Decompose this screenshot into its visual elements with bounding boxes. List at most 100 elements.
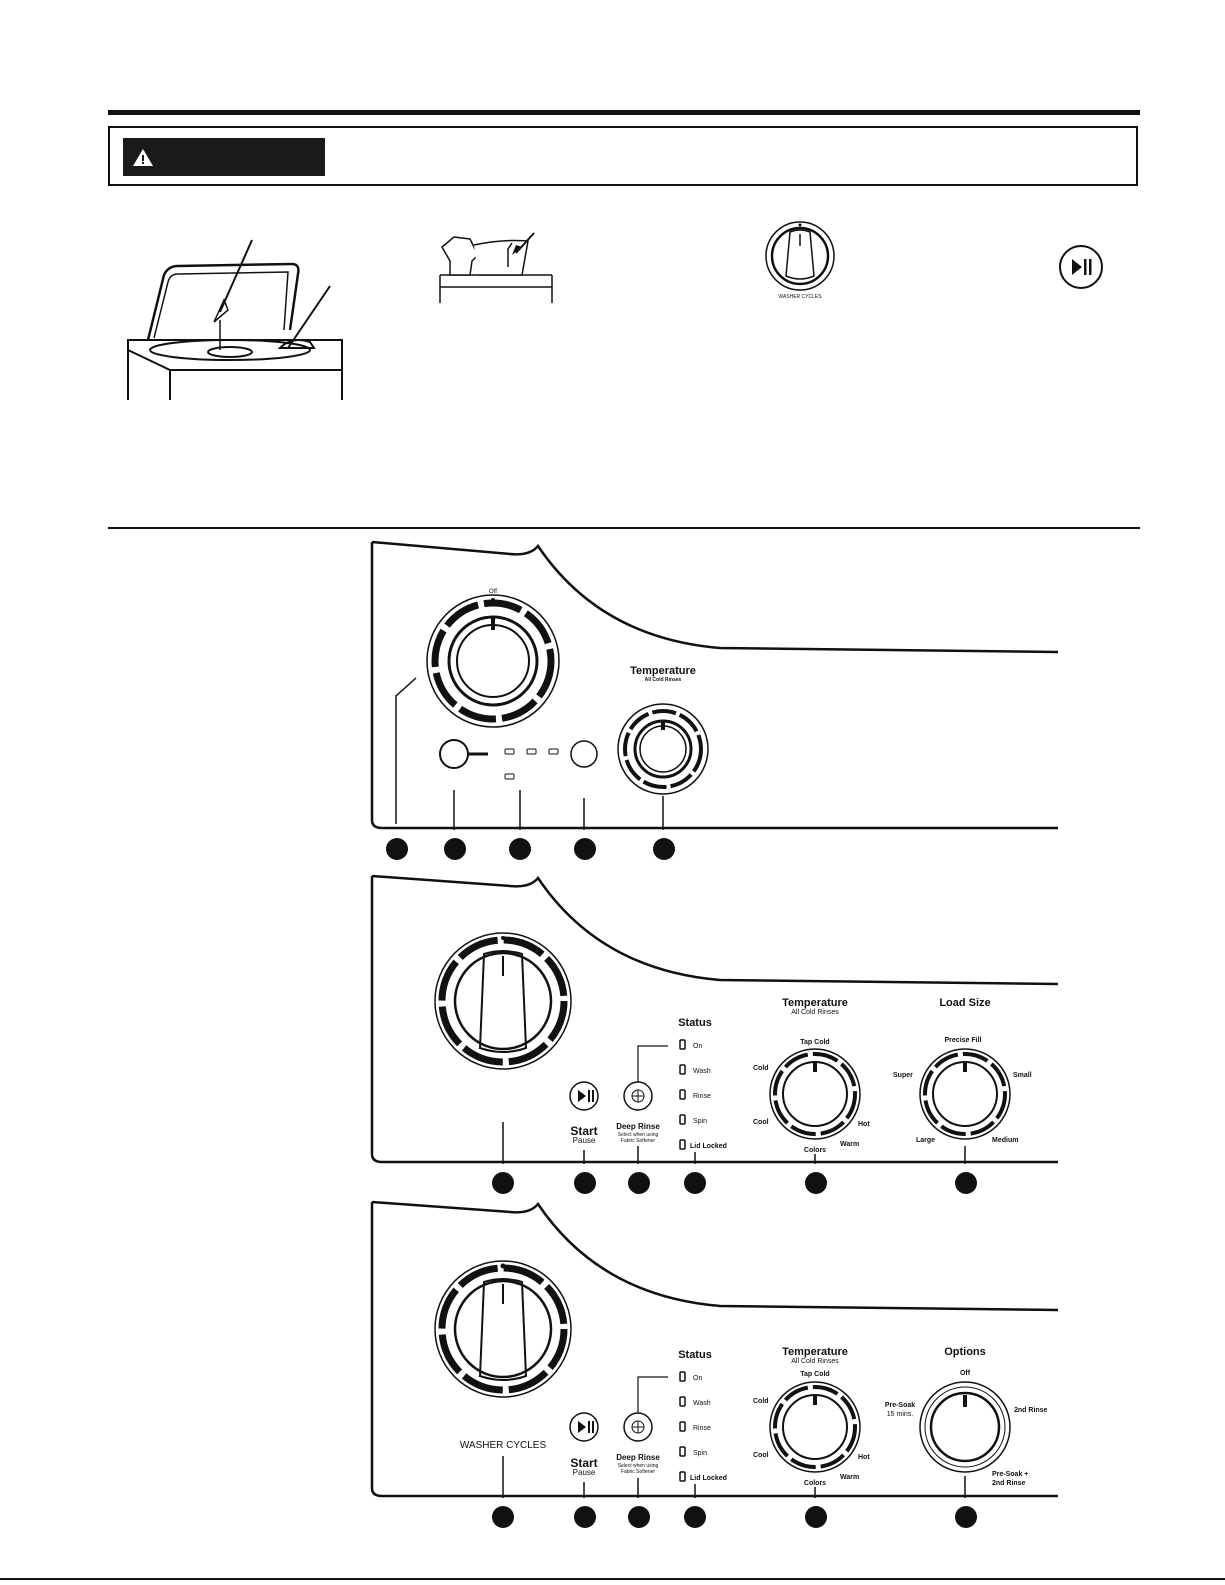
status-on: On xyxy=(693,1375,702,1382)
start-label: Start xyxy=(570,1456,597,1470)
callout-1 xyxy=(492,1172,514,1194)
status-wash: Wash xyxy=(693,1068,711,1075)
option-pre-soak-time: 15 mins. xyxy=(887,1411,914,1418)
temperature-knob[interactable] xyxy=(617,703,709,795)
temp-cool: Cool xyxy=(753,1119,769,1126)
status-rinse: Rinse xyxy=(693,1093,711,1100)
load-small: Small xyxy=(1013,1072,1032,1079)
temp-hot: Hot xyxy=(858,1454,870,1461)
warning-tag xyxy=(123,138,325,176)
option-off: Off xyxy=(960,1370,971,1377)
pause-label: Pause xyxy=(573,1468,596,1477)
washer-cycles-dial[interactable] xyxy=(434,1260,572,1398)
callout-2 xyxy=(574,1172,596,1194)
callout-4 xyxy=(574,838,596,860)
status-title: Status xyxy=(678,1017,712,1029)
deep-rinse-button[interactable] xyxy=(623,1081,653,1111)
status-on: On xyxy=(693,1043,702,1050)
callout-2 xyxy=(574,1506,596,1528)
callout-3 xyxy=(509,838,531,860)
status-wash: Wash xyxy=(693,1400,711,1407)
top-rule xyxy=(108,110,1140,115)
temp-tap-cold: Tap Cold xyxy=(800,1371,829,1378)
option-pre-soak: Pre-Soak xyxy=(885,1402,915,1409)
status-lights xyxy=(504,748,559,780)
callout-1 xyxy=(386,838,408,860)
control-panel-3: WASHER CYCLES Start Pause Deep Rinse Sel… xyxy=(370,1200,1059,1528)
temperature-knob[interactable] xyxy=(769,1381,861,1473)
load-medium: Medium xyxy=(992,1137,1018,1144)
deep-rinse-label: Deep Rinse xyxy=(616,1453,660,1462)
callout-1 xyxy=(492,1506,514,1528)
status-spin: Spin xyxy=(693,1450,707,1457)
option-pre-soak-2nd-rinse: 2nd Rinse xyxy=(992,1480,1026,1487)
control-panel-2: Start Pause Deep Rinse Select when using… xyxy=(370,874,1059,1194)
callout-3 xyxy=(628,1506,650,1528)
callout-2 xyxy=(444,838,466,860)
option-2nd-rinse: 2nd Rinse xyxy=(1014,1407,1048,1414)
start-pause-button[interactable] xyxy=(569,1412,599,1442)
status-title: Status xyxy=(678,1349,712,1361)
temperature-title: Temperature xyxy=(630,665,696,677)
load-large: Large xyxy=(916,1137,935,1144)
temp-colors: Colors xyxy=(804,1480,826,1487)
callout-5 xyxy=(805,1506,827,1528)
status-rinse: Rinse xyxy=(693,1425,711,1432)
temp-cold: Cold xyxy=(753,1398,769,1405)
start-label: Start xyxy=(570,1124,597,1138)
play-pause-icon xyxy=(1059,245,1103,289)
warning-triangle-icon xyxy=(133,149,153,166)
power-knob[interactable] xyxy=(439,739,488,769)
load-precise-fill: Precise Fill xyxy=(945,1037,982,1044)
deep-rinse-label: Deep Rinse xyxy=(616,1122,660,1131)
options-title: Options xyxy=(944,1346,986,1358)
options-knob[interactable] xyxy=(919,1381,1011,1473)
washer-cycles-dial[interactable] xyxy=(434,932,572,1070)
start-pause-button[interactable] xyxy=(569,1081,599,1111)
deep-rinse-note-1: Select when using xyxy=(618,1463,659,1469)
temperature-title: Temperature xyxy=(782,997,848,1009)
bottom-rule xyxy=(0,1578,1225,1580)
washer-cycles-label: WASHER CYCLES xyxy=(460,1440,547,1451)
temperature-title: Temperature xyxy=(782,1346,848,1358)
temperature-knob[interactable] xyxy=(769,1048,861,1140)
status-lid-locked: Lid Locked xyxy=(690,1475,727,1482)
dial-off-label: Off xyxy=(489,589,497,595)
status-lid-locked: Lid Locked xyxy=(690,1143,727,1150)
temp-colors: Colors xyxy=(804,1147,826,1154)
control-panel-1: Off Temperature All Cold Rinses xyxy=(370,540,1059,860)
callout-6 xyxy=(955,1172,977,1194)
callout-4 xyxy=(684,1172,706,1194)
temp-tap-cold: Tap Cold xyxy=(800,1039,829,1046)
deep-rinse-button[interactable] xyxy=(623,1412,653,1442)
cycle-dial[interactable] xyxy=(426,594,560,728)
callout-6 xyxy=(955,1506,977,1528)
status-spin: Spin xyxy=(693,1118,707,1125)
washer-lid-illustration xyxy=(127,239,343,400)
status-list: On Wash Rinse Spin Lid Locked xyxy=(679,1371,727,1482)
status-list: On Wash Rinse Spin Lid Locked xyxy=(679,1039,727,1150)
start-button[interactable] xyxy=(570,740,598,768)
temp-cool: Cool xyxy=(753,1452,769,1459)
temp-warm: Warm xyxy=(840,1474,859,1481)
callout-4 xyxy=(684,1506,706,1528)
callout-3 xyxy=(628,1172,650,1194)
temp-warm: Warm xyxy=(840,1141,859,1148)
temp-hot: Hot xyxy=(858,1121,870,1128)
load-size-knob[interactable] xyxy=(919,1048,1011,1140)
callout-5 xyxy=(805,1172,827,1194)
deep-rinse-note-2: Fabric Softener xyxy=(621,1469,656,1475)
pause-label: Pause xyxy=(573,1136,596,1145)
deep-rinse-note-2: Fabric Softener xyxy=(621,1138,656,1144)
deep-rinse-note-1: Select when using xyxy=(618,1132,659,1138)
washer-cycles-dial-small: WASHER CYCLES xyxy=(765,221,835,300)
warning-box xyxy=(108,126,1138,186)
small-dial-label: WASHER CYCLES xyxy=(778,294,822,300)
temperature-subtitle: All Cold Rinses xyxy=(645,677,682,683)
temperature-subtitle: All Cold Rinses xyxy=(791,1358,839,1365)
load-super: Super xyxy=(893,1072,913,1079)
laundry-load-illustration xyxy=(439,232,553,303)
section-rule xyxy=(108,527,1140,529)
option-pre-soak-plus: Pre-Soak + xyxy=(992,1471,1028,1478)
temperature-subtitle: All Cold Rinses xyxy=(791,1009,839,1016)
